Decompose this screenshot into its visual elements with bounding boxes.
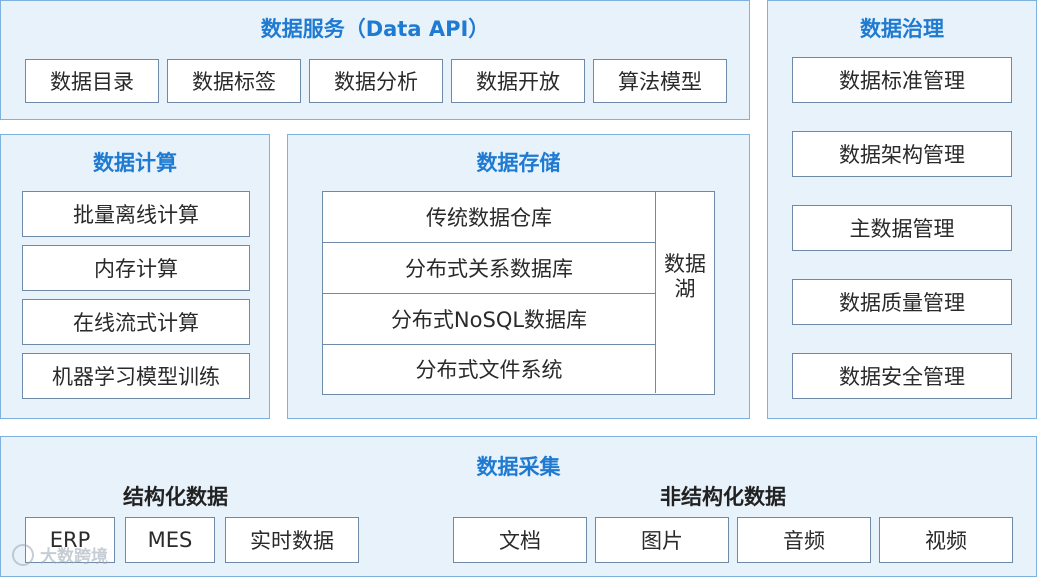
data-collection-title: 数据采集 <box>476 455 561 479</box>
storage-item-nosql[interactable]: 分布式NoSQL数据库 <box>323 294 656 345</box>
governance-item-architecture[interactable]: 数据架构管理 <box>792 131 1012 177</box>
service-item-algorithm[interactable]: 算法模型 <box>593 59 727 103</box>
unstructured-data-title: 非结构化数据 <box>660 485 786 509</box>
source-item-documents[interactable]: 文档 <box>453 517 587 563</box>
source-item-erp[interactable]: ERP <box>25 517 115 563</box>
source-item-video[interactable]: 视频 <box>879 517 1013 563</box>
computing-item-streaming[interactable]: 在线流式计算 <box>22 299 250 345</box>
service-item-open[interactable]: 数据开放 <box>451 59 585 103</box>
watermark-text: 大数跨境 <box>40 547 108 567</box>
watermark-logo-icon <box>12 543 34 566</box>
source-item-images[interactable]: 图片 <box>595 517 729 563</box>
data-governance-title: 数据治理 <box>860 17 944 41</box>
governance-item-security[interactable]: 数据安全管理 <box>792 353 1012 399</box>
service-item-catalog[interactable]: 数据目录 <box>25 59 159 103</box>
data-storage-title: 数据存储 <box>476 151 561 175</box>
computing-item-ml-training[interactable]: 机器学习模型训练 <box>22 353 250 399</box>
source-item-realtime[interactable]: 实时数据 <box>225 517 359 563</box>
data-computing-panel: 数据计算 批量离线计算 内存计算 在线流式计算 机器学习模型训练 <box>0 134 270 419</box>
data-lake-label[interactable]: 数据湖 <box>664 252 706 301</box>
governance-item-standard[interactable]: 数据标准管理 <box>792 57 1012 103</box>
storage-item-warehouse[interactable]: 传统数据仓库 <box>323 192 656 243</box>
data-governance-panel: 数据治理 数据标准管理 数据架构管理 主数据管理 数据质量管理 数据安全管理 <box>767 0 1037 419</box>
data-collection-panel: 数据采集 结构化数据 非结构化数据 ERP MES 实时数据 文档 图片 音频 … <box>0 436 1037 577</box>
source-item-audio[interactable]: 音频 <box>737 517 871 563</box>
computing-item-memory[interactable]: 内存计算 <box>22 245 250 291</box>
storage-item-filesystem[interactable]: 分布式文件系统 <box>323 345 656 393</box>
governance-item-quality[interactable]: 数据质量管理 <box>792 279 1012 325</box>
governance-item-master-data[interactable]: 主数据管理 <box>792 205 1012 251</box>
data-storage-grid: 传统数据仓库 分布式关系数据库 分布式NoSQL数据库 分布式文件系统 数据湖 <box>322 191 715 395</box>
storage-item-relational[interactable]: 分布式关系数据库 <box>323 243 656 294</box>
source-item-mes[interactable]: MES <box>125 517 215 563</box>
structured-data-title: 结构化数据 <box>123 485 228 509</box>
data-services-title: 数据服务（Data API） <box>260 17 490 41</box>
watermark: 大数跨境 <box>12 542 108 567</box>
service-item-tags[interactable]: 数据标签 <box>167 59 301 103</box>
computing-item-batch[interactable]: 批量离线计算 <box>22 191 250 237</box>
data-computing-title: 数据计算 <box>93 151 177 175</box>
service-item-analysis[interactable]: 数据分析 <box>309 59 443 103</box>
data-services-panel: 数据服务（Data API） 数据目录 数据标签 数据分析 数据开放 算法模型 <box>0 0 750 120</box>
